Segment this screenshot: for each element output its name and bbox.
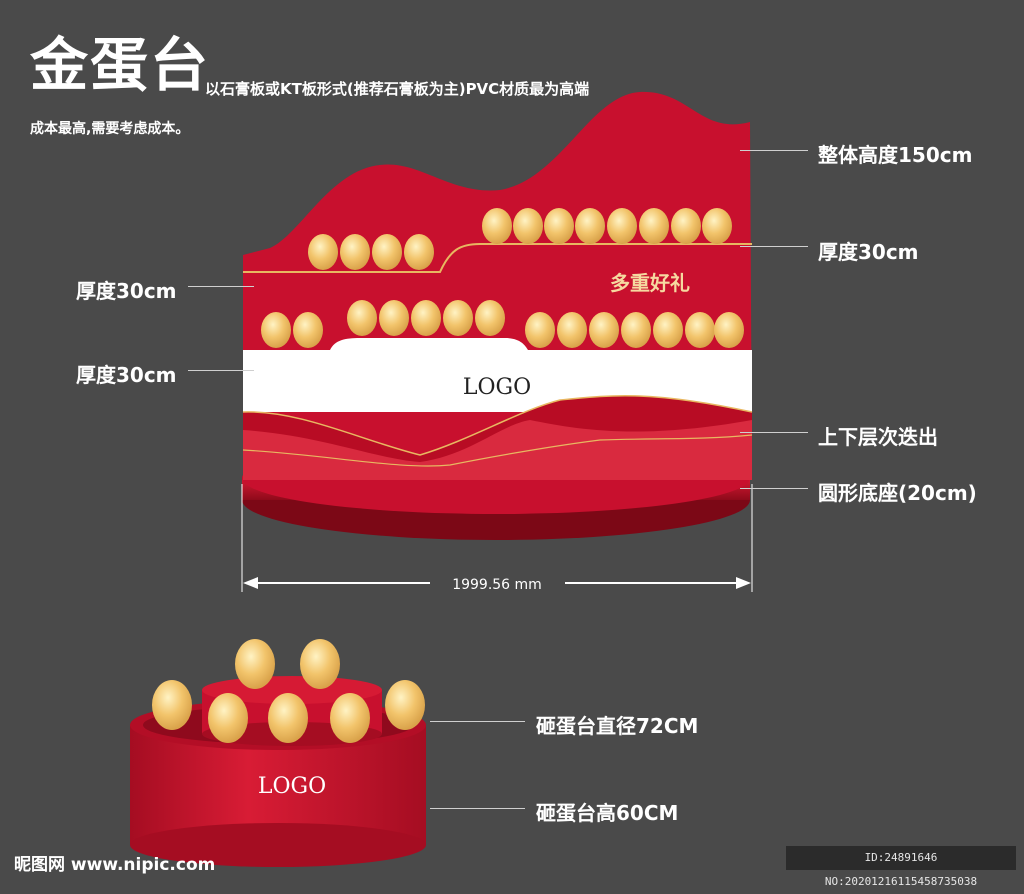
height-label: 砸蛋台高60CM [536,801,679,825]
egg-row-top-left [308,234,434,270]
thickness-left-label-1: 厚度30cm [76,279,177,303]
title-description-2: 成本最高,需要考虑成本。 [30,121,190,137]
leader-line [188,370,254,371]
thickness-right-label: 厚度30cm [818,240,919,264]
thickness-left-label-2: 厚度30cm [76,363,177,387]
base-label: 圆形底座(20cm) [818,481,977,505]
lower-egg-stand [130,639,426,867]
id-watermark: ID:24891646 NO:20201216115458735038 [786,846,1016,888]
lower-logo-text: LOGO [258,774,326,799]
overall-height-label: 整体高度150cm [818,143,973,167]
leader-line [740,246,808,247]
leader-line [740,150,808,151]
page-title: 金蛋台 [30,31,211,99]
leader-line [430,808,525,809]
egg-row-middle [261,300,744,348]
diameter-label: 砸蛋台直径72CM [536,714,699,738]
dimension-line [241,484,753,592]
layered-label: 上下层次迭出 [818,425,938,449]
logo-panel [243,338,752,412]
banner-text: 多重好礼 [610,271,690,295]
leader-line [430,721,525,722]
dimension-text: 1999.56 mm [452,577,542,593]
title-description: 以石膏板或KT板形式(推荐石膏板为主)PVC材质最为高端 [205,80,590,98]
site-watermark: 昵图网 www.nipic.com [14,855,216,875]
leader-line [740,488,808,489]
egg-row-top-right [482,208,732,244]
upper-logo-text: LOGO [463,375,531,400]
leader-line [188,286,254,287]
leader-line [740,432,808,433]
